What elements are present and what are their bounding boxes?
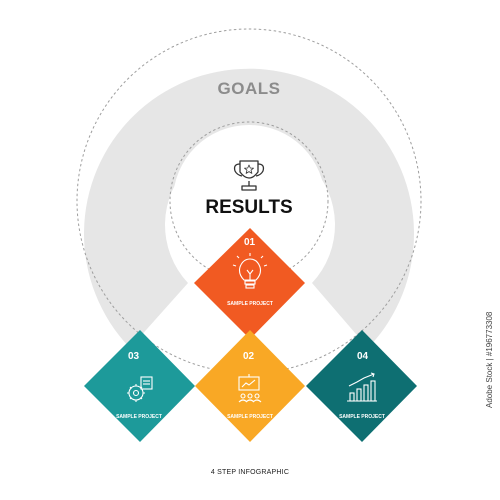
stock-credit: Adobe Stock | #196773308 (485, 311, 494, 408)
step-diamond-04 (306, 330, 417, 442)
results-title: RESULTS (205, 197, 292, 218)
footer-caption: 4 STEP INFOGRAPHIC (211, 469, 289, 476)
goals-label: GOALS (218, 79, 281, 98)
step-card-04: 04 SAMPLE PROJECT (306, 330, 417, 442)
step-card-02: 02 SAMPLE PROJECT (195, 330, 305, 442)
goals-ring (84, 68, 414, 348)
step-number-01: 01 (244, 237, 256, 248)
trophy-icon (233, 160, 265, 191)
bar-chart-icon (347, 372, 377, 402)
step-card-01: 01 SAMPLE PROJECT (194, 228, 305, 339)
step-diamond-03 (84, 330, 195, 442)
gear-document-icon (127, 376, 153, 402)
lightbulb-icon (232, 253, 268, 289)
step-number-04: 04 (357, 351, 369, 362)
results-dashed-outline (169, 121, 329, 281)
step-card-03: 03 SAMPLE PROJECT (84, 330, 195, 442)
step-label-01: SAMPLE PROJECT (227, 301, 273, 307)
step-label-03: SAMPLE PROJECT (116, 414, 162, 420)
step-label-04: SAMPLE PROJECT (339, 414, 385, 420)
step-number-03: 03 (128, 351, 140, 362)
results-circle (173, 125, 325, 277)
step-diamond-02 (195, 330, 305, 442)
step-label-02: SAMPLE PROJECT (227, 414, 273, 420)
presentation-icon (238, 374, 262, 403)
step-number-02: 02 (243, 351, 255, 362)
